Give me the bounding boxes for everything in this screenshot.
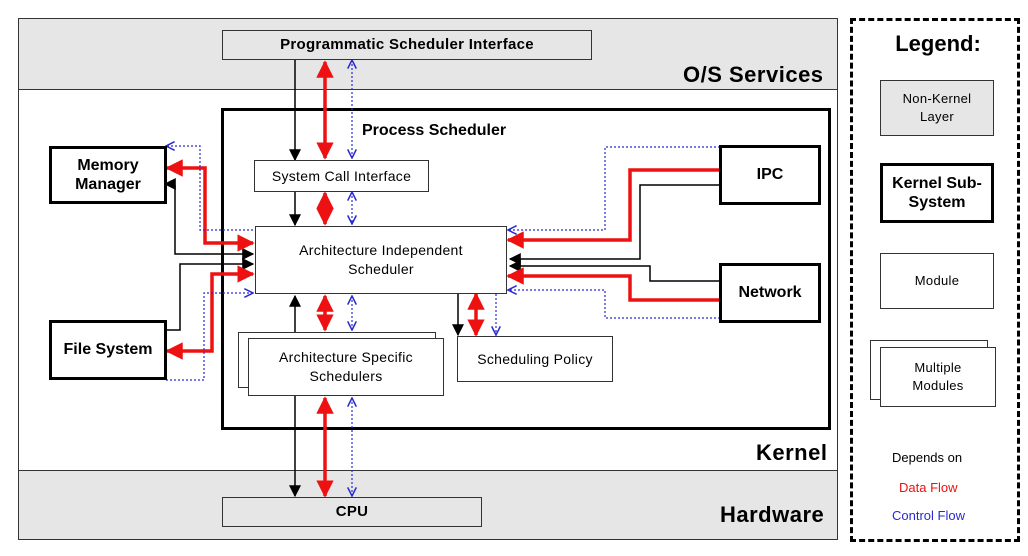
data-flow-arrow bbox=[165, 159, 255, 252]
data-flow-arrow bbox=[506, 168, 720, 249]
legend-data-flow-label: Data Flow bbox=[897, 480, 960, 495]
legend-module: Module bbox=[880, 253, 994, 309]
file-system-box: File System bbox=[49, 320, 167, 380]
architecture-independent-scheduler-box: Architecture Independent Scheduler bbox=[255, 226, 507, 294]
legend-depends-label: Depends on bbox=[890, 450, 965, 465]
legend-multiple-modules: Multiple Modules bbox=[880, 347, 996, 407]
control-flow-arrow bbox=[166, 293, 253, 381]
legend-kernel-subsystem: Kernel Sub-System bbox=[880, 163, 994, 223]
programmatic-scheduler-interface-box: Programmatic Scheduler Interface bbox=[222, 30, 592, 60]
kernel-label: Kernel bbox=[756, 440, 828, 465]
data-flow-arrow bbox=[165, 265, 255, 360]
system-call-interface-box: System Call Interface bbox=[254, 160, 429, 192]
control-flow-arrow bbox=[166, 146, 253, 231]
os-services-label: O/S Services bbox=[683, 62, 824, 87]
network-box: Network bbox=[719, 263, 821, 323]
ipc-box: IPC bbox=[719, 145, 821, 205]
depends-arrow bbox=[508, 260, 720, 282]
cpu-box: CPU bbox=[222, 497, 482, 527]
architecture-specific-schedulers-box: Architecture Specific Schedulers bbox=[248, 338, 444, 396]
legend-non-kernel-layer: Non-Kernel Layer bbox=[880, 80, 994, 136]
control-flow-arrow bbox=[508, 290, 720, 319]
legend-control-flow-label: Control Flow bbox=[890, 508, 967, 523]
scheduling-policy-box: Scheduling Policy bbox=[457, 336, 613, 382]
data-flow-arrow bbox=[506, 267, 720, 302]
control-flow-arrow bbox=[508, 146, 720, 230]
depends-arrow bbox=[508, 184, 720, 265]
memory-manager-box: Memory Manager bbox=[49, 146, 167, 204]
process-scheduler-title: Process Scheduler bbox=[362, 122, 507, 139]
hardware-label: Hardware bbox=[720, 502, 825, 527]
legend-title: Legend: bbox=[895, 31, 981, 56]
